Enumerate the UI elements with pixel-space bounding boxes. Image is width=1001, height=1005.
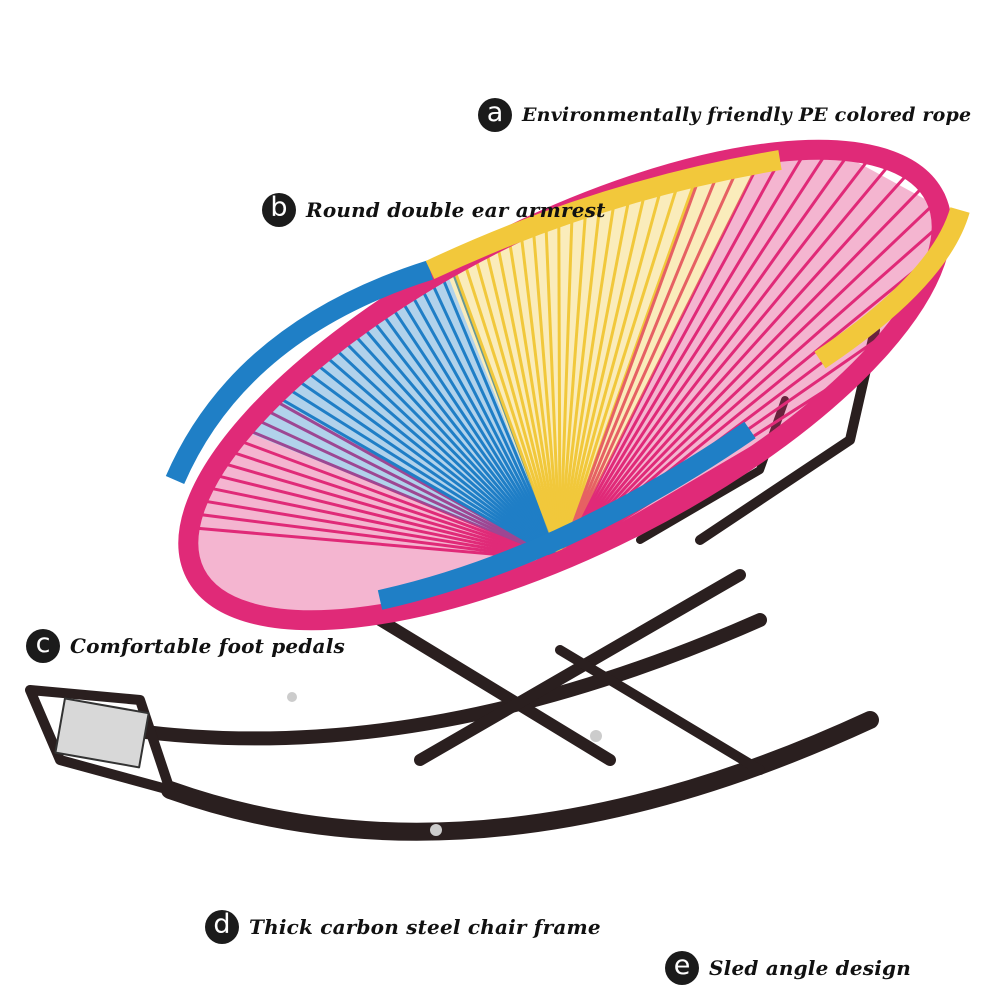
frame-bolt-2: [430, 824, 442, 836]
seat-rim-blue: [165, 260, 434, 484]
seat-rim-blue-2: [377, 421, 756, 610]
frame-bolt-3: [287, 692, 297, 702]
feature-a: a Environmentally friendly PE colored ro…: [478, 98, 971, 132]
feature-b-text: Round double ear armrest: [306, 198, 606, 222]
feature-b: b Round double ear armrest: [262, 193, 606, 227]
rope-strand: [111, 444, 561, 562]
feature-a-text: Environmentally friendly PE colored rope: [522, 104, 972, 126]
foot-pedal-grid: [54, 697, 150, 769]
rope-strand: [558, 45, 693, 561]
rope-strand: [558, 45, 771, 561]
feature-e: e Sled angle design: [665, 951, 911, 985]
feature-c-badge: c: [26, 629, 60, 663]
sector-pink-right: [560, 120, 1000, 560]
feature-b-badge: b: [262, 193, 296, 227]
rope-strand: [111, 497, 561, 562]
back-support-2: [636, 396, 789, 544]
feature-e-text: Sled angle design: [709, 956, 911, 980]
rope-strand: [558, 45, 826, 561]
seat-rim-yellow-2: [814, 206, 970, 369]
rope-strand: [558, 45, 745, 561]
rear-rocker-rail: [123, 613, 767, 746]
cross-leg-1: [374, 614, 616, 766]
feature-d: d Thick carbon steel chair frame: [205, 910, 601, 944]
feature-e-badge: e: [665, 951, 699, 985]
feature-a-badge: a: [478, 98, 512, 132]
rope-strand: [558, 45, 801, 561]
rope-strand: [558, 45, 875, 561]
rope-strand: [558, 45, 719, 561]
rope-strand: [558, 45, 667, 561]
sector-blue: [120, 230, 560, 560]
feature-d-text: Thick carbon steel chair frame: [249, 915, 601, 939]
rope-strand: [558, 45, 851, 561]
seat-rim-yellow: [425, 150, 782, 280]
foot-pedal-frame: [25, 685, 175, 795]
feature-c: c Comfortable foot pedals: [26, 629, 345, 663]
frame-bolt: [590, 730, 602, 742]
rope-strand: [111, 417, 561, 562]
cross-leg-3: [555, 645, 765, 775]
rope-strand: [111, 470, 561, 562]
feature-c-text: Comfortable foot pedals: [70, 634, 345, 658]
feature-d-badge: d: [205, 910, 239, 944]
